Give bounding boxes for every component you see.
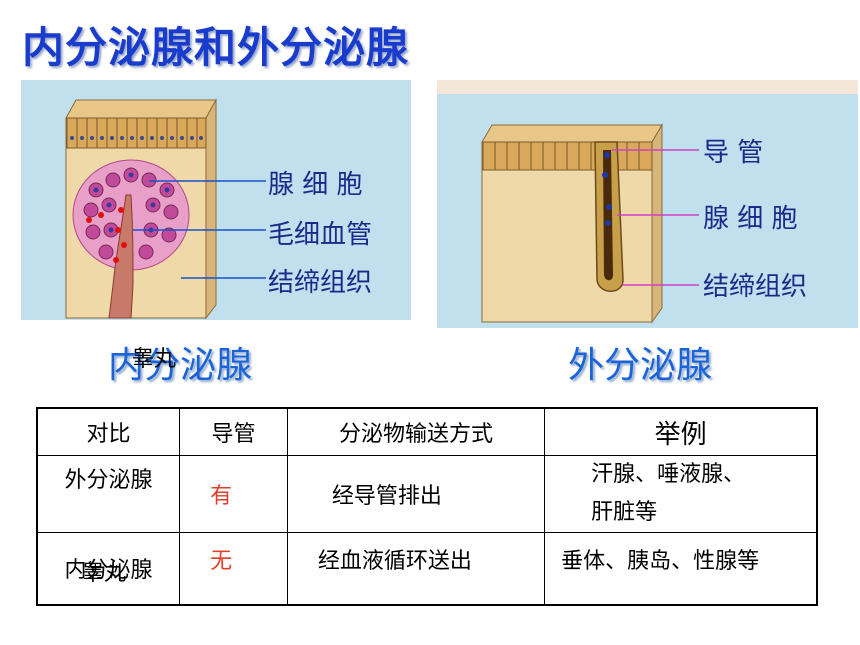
endocrine-tissue-drawing [65, 98, 266, 320]
duct-value: 无 [210, 549, 233, 574]
label-duct: 导 管 [703, 138, 764, 168]
header-duct: 导管 [179, 407, 288, 456]
row-duct: 无 [179, 532, 288, 605]
duct-value: 有 [210, 484, 233, 509]
row-name: 外分泌腺 [36, 455, 181, 533]
row-examples: 垂体、胰岛、性腺等 [544, 532, 818, 605]
row-name: 内分泌腺 睾丸 [36, 532, 181, 605]
label-gland-cell: 腺 细 胞 [268, 170, 363, 200]
caption-testis-overlap: 睾丸 [132, 347, 177, 372]
header-examples: 举例 [544, 407, 818, 456]
row-transport: 经导管排出 [286, 455, 546, 533]
endocrine-gland-illustration: 腺 细 胞 毛细血管 结缔组织 [21, 80, 411, 320]
comparison-table: 对比 导管 分泌物输送方式 举例 外分泌腺 有 经导管排出 汗腺、唾液腺、 肝脏… [36, 407, 818, 606]
page-title: 内分泌腺和外分泌腺 [22, 23, 410, 72]
table-row: 外分泌腺 有 经导管排出 汗腺、唾液腺、 肝脏等 [36, 455, 818, 533]
row-examples: 汗腺、唾液腺、 肝脏等 [544, 455, 818, 533]
caption-endocrine: 内分泌腺 [108, 345, 253, 386]
exocrine-gland-illustration: 导 管 腺 细 胞 结缔组织 [437, 80, 858, 328]
header-compare: 对比 [36, 407, 181, 456]
label-connective-tissue: 结缔组织 [268, 268, 373, 298]
row-name-overlap: 睾丸 [82, 561, 127, 586]
row-duct: 有 [179, 455, 288, 533]
table-header-row: 对比 导管 分泌物输送方式 举例 [36, 407, 818, 456]
exocrine-tissue-drawing [437, 80, 858, 324]
label-capillary: 毛细血管 [268, 220, 373, 250]
header-transport: 分泌物输送方式 [286, 407, 546, 456]
row-transport: 经血液循环送出 [286, 532, 546, 605]
caption-exocrine: 外分泌腺 [568, 345, 713, 386]
row-name-text: 内分泌腺 [64, 558, 153, 584]
label-gland-cell: 腺 细 胞 [703, 204, 798, 234]
label-connective-tissue: 结缔组织 [703, 272, 808, 302]
table-row: 内分泌腺 睾丸 无 经血液循环送出 垂体、胰岛、性腺等 [36, 532, 818, 605]
